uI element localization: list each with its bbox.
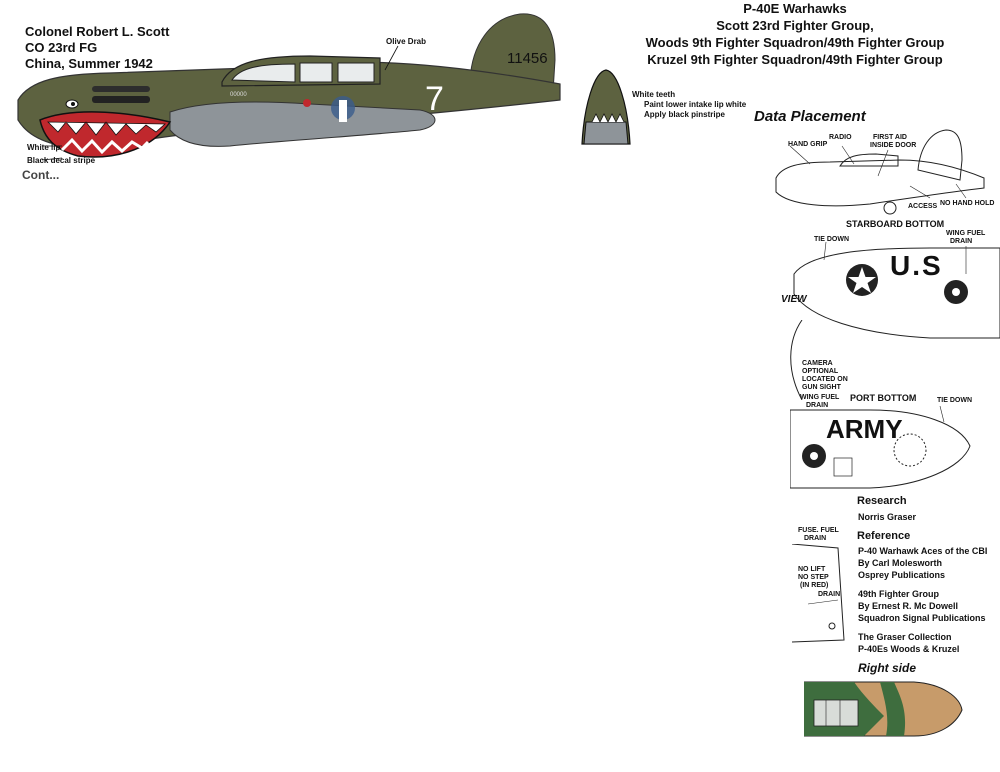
caption-pilot: Colonel Robert L. Scott [25, 24, 170, 39]
starboard-wing-fuel: WING FUEL [946, 230, 986, 237]
fuse-fuel-drain-label: DRAIN [804, 535, 827, 542]
camera-outline [790, 320, 803, 400]
port-tie-down: TIE DOWN [937, 397, 972, 404]
callout-white-teeth: White teeth [632, 90, 676, 99]
callout-intake-lip: Paint lower intake lip white [644, 100, 747, 109]
reference-1: P-40 Warhawk Aces of the CBI By Carl Mol… [858, 545, 987, 581]
reference-2-title: 49th Fighter Group [858, 589, 939, 599]
camera-label-3: LOCATED ON [802, 376, 848, 383]
data-side-diagram [775, 129, 985, 215]
reference-1-author: By Carl Molesworth [858, 558, 943, 568]
sheet-header: P-40E Warhawks Scott 23rd Fighter Group,… [620, 0, 970, 68]
starboard-bottom-diagram [793, 241, 1000, 339]
reference-2: 49th Fighter Group By Ernest R. Mc Dowel… [858, 588, 986, 624]
right-side-title: Right side [858, 661, 917, 675]
cut-text: Cont... [22, 168, 60, 182]
fuselage-small-text: 00000 [230, 92, 247, 98]
reference-title: Reference [857, 530, 911, 542]
starboard-drain: DRAIN [950, 238, 973, 245]
caption-location: China, Summer 1942 [25, 56, 153, 71]
reference-1-publisher: Osprey Publications [858, 570, 946, 580]
research-name: Norris Graser [858, 512, 917, 522]
camera-label-1: CAMERA [802, 360, 833, 367]
reference-2-author: By Ernest R. Mc Dowell [858, 601, 959, 611]
label-radio: RADIO [829, 134, 852, 141]
research-title: Research [857, 495, 907, 507]
starboard-us-marking: U.S [890, 250, 943, 281]
port-wing-fuel: WING FUEL [800, 394, 840, 401]
label-no-hand-hold: NO HAND HOLD [940, 200, 995, 207]
view-label: VIEW [781, 294, 807, 305]
intake-front-view [581, 69, 631, 145]
label-hand-grip: HAND GRIP [788, 141, 828, 148]
label-inside-door: INSIDE DOOR [870, 142, 917, 149]
in-red-label: (IN RED) [800, 582, 829, 589]
lower-wing-diagram [792, 544, 845, 643]
caption-unit: CO 23rd FG [25, 40, 98, 55]
reference-3: The Graser Collection P-40Es Woods & Kru… [858, 631, 959, 655]
header-woods: Woods 9th Fighter Squadron/49th Fighter … [645, 35, 945, 50]
port-drain: DRAIN [806, 402, 829, 409]
camera-label-2: OPTIONAL [802, 368, 839, 375]
port-bottom-title: PORT BOTTOM [850, 393, 917, 403]
data-placement-title: Data Placement [754, 108, 866, 125]
starboard-bottom-title: STARBOARD BOTTOM [846, 219, 945, 229]
label-access: ACCESS [908, 203, 938, 210]
callout-black-stripe: Black decal stripe [27, 156, 96, 165]
header-kruzel: Kruzel 9th Fighter Squadron/49th Fighter… [647, 52, 943, 67]
callout-white-lip: White lip [27, 143, 61, 152]
reference-1-title: P-40 Warhawk Aces of the CBI [858, 546, 988, 556]
starboard-tie-down: TIE DOWN [814, 236, 849, 243]
right-side-color-profile [804, 681, 963, 737]
drain-label: DRAIN [818, 591, 841, 598]
camera-labels: CAMERA OPTIONAL LOCATED ON GUN SIGHT [802, 360, 848, 392]
header-title: P-40E Warhawks [743, 1, 847, 16]
label-first-aid: FIRST AID [873, 134, 907, 141]
callout-pinstripe: Apply black pinstripe [644, 110, 725, 119]
port-army-marking: ARMY [826, 414, 903, 444]
reference-2-publisher: Squadron Signal Publications [858, 613, 986, 623]
tail-serial: 11456 [507, 50, 548, 67]
fuselage-number: 7 [425, 80, 444, 118]
no-step-label: NO STEP [798, 574, 829, 581]
aircraft-caption: Colonel Robert L. Scott CO 23rd FG China… [25, 24, 169, 72]
p40-side-profile: 7 11456 00000 [17, 13, 561, 161]
camera-label-4: GUN SIGHT [802, 384, 841, 391]
port-bottom-diagram [790, 406, 971, 489]
header-scott: Scott 23rd Fighter Group, [716, 18, 874, 33]
callout-olive-drab: Olive Drab [386, 37, 427, 46]
reference-3-subtitle: P-40Es Woods & Kruzel [858, 644, 960, 654]
no-lift-label: NO LIFT [798, 566, 826, 573]
fuse-fuel-label: FUSE. FUEL [798, 527, 839, 534]
reference-3-title: The Graser Collection [858, 632, 952, 642]
